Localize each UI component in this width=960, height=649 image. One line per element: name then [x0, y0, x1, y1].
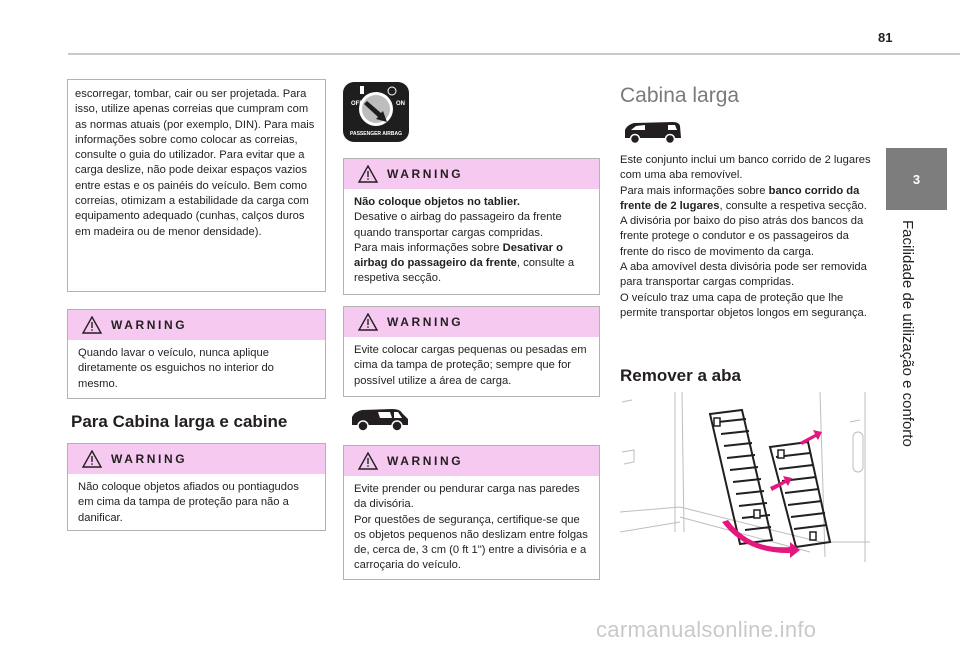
section-heading: Para Cabina larga e cabine: [71, 412, 288, 431]
paragraph: O veículo traz uma capa de proteção que …: [620, 291, 867, 319]
airbag-on-text: ON: [396, 101, 405, 107]
warning-header: WARNING: [344, 307, 599, 337]
section-title: Cabina larga: [620, 84, 740, 107]
warning-label: WARNING: [111, 318, 188, 332]
warning-text: , consulte a respetiva secção.: [354, 257, 575, 285]
warning-body: Não coloque objetos no tablier. Desative…: [344, 189, 599, 295]
lift-arrow: [800, 430, 822, 445]
chapter-tab[interactable]: 3: [886, 148, 947, 210]
warning-text: Não coloque objetos afiados ou pontiagud…: [78, 481, 299, 524]
warning-body: Evite prender ou pendurar carga nas pare…: [344, 476, 599, 582]
warning-box-wash: WARNING Quando lavar o veículo, nunca ap…: [67, 309, 326, 399]
warning-box-partition: WARNING Evite prender ou pendurar carga …: [343, 445, 600, 580]
warning-text: Evite prender ou pendurar carga nas pare…: [354, 483, 580, 511]
warning-triangle-icon: [82, 450, 102, 468]
intro-box: escorregar, tombar, cair ou ser projetad…: [67, 79, 326, 292]
rotate-arrow: [722, 520, 800, 558]
paragraph: Para mais informações sobre: [620, 184, 769, 197]
warning-box-loads: WARNING Evite colocar cargas pequenas ou…: [343, 306, 600, 397]
warning-header: WARNING: [344, 446, 599, 476]
bold-link: banco corrido da frente de 2 lugares: [620, 184, 860, 212]
warning-triangle-icon: [358, 452, 378, 470]
warning-text: Evite colocar cargas pequenas ou pesadas…: [354, 344, 587, 387]
van-crew-cab-icon: [625, 122, 681, 145]
lift-arrow: [770, 476, 792, 491]
warning-box-dashboard: WARNING Não coloque objetos no tablier. …: [343, 158, 600, 295]
warning-triangle-icon: [82, 316, 102, 334]
section-heading: Remover a aba: [620, 366, 741, 385]
warning-text: Desative o airbag do passageiro da frent…: [354, 211, 562, 239]
warning-text: Quando lavar o veículo, nunca aplique di…: [78, 347, 274, 390]
passenger-airbag-switch-icon: OFF ON PASSENGER AIRBAG: [343, 82, 409, 142]
warning-header: WARNING: [68, 310, 325, 340]
warning-label: WARNING: [387, 167, 464, 181]
paragraph: A divisória por baixo do piso atrás dos …: [620, 215, 864, 258]
removable-flap-illustration: [620, 392, 870, 562]
paragraph: A aba amovível desta divisória pode ser …: [620, 261, 867, 289]
warning-text: Para mais informações sobre: [354, 241, 503, 254]
top-rule: [68, 53, 960, 55]
intro-text: escorregar, tombar, cair ou ser projetad…: [75, 88, 315, 238]
chapter-side-title: Facilidade de utilização e conforto: [899, 220, 916, 447]
warning-bold-link: Desativar o airbag do passageiro da fren…: [354, 241, 563, 270]
warning-triangle-icon: [358, 313, 378, 331]
watermark: carmanualsonline.info: [596, 617, 817, 642]
warning-header: WARNING: [344, 159, 599, 189]
warning-box-sharp-objects: WARNING Não coloque objetos afiados ou p…: [67, 443, 326, 531]
warning-label: WARNING: [111, 452, 188, 466]
warning-label: WARNING: [387, 454, 464, 468]
warning-triangle-icon: [358, 165, 378, 183]
airbag-caption: PASSENGER AIRBAG: [350, 131, 402, 137]
warning-text: Por questões de segurança, certifique-se…: [354, 513, 588, 572]
warning-bold-title: Não coloque objetos no tablier.: [354, 196, 520, 208]
paragraph: , consulte a respetiva secção.: [719, 199, 867, 212]
paragraph: Este conjunto inclui um banco corrido de…: [620, 154, 871, 182]
body-text: Este conjunto inclui um banco corrido de…: [620, 153, 876, 321]
warning-label: WARNING: [387, 315, 464, 329]
page-number: 81: [878, 30, 893, 45]
van-icon: [352, 409, 408, 432]
airbag-off-text: OFF: [351, 101, 363, 107]
warning-header: WARNING: [68, 444, 325, 474]
